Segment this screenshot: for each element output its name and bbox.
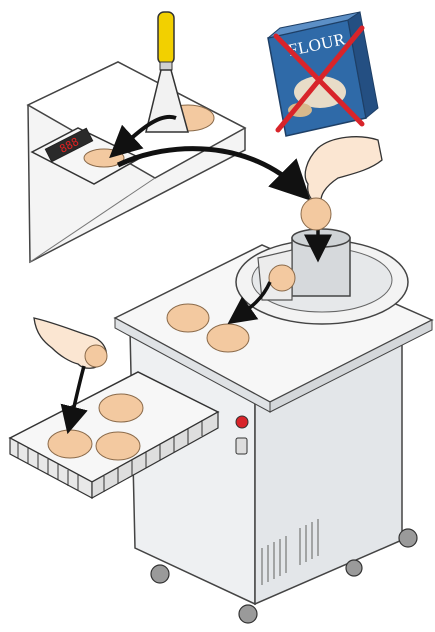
dough-ball-in-rounder	[269, 265, 295, 291]
dough-scraper-icon	[146, 12, 188, 132]
hand-icon	[34, 318, 107, 368]
dough-ball-in-hand	[85, 345, 107, 367]
hand-icon	[301, 137, 382, 230]
dough-ball-in-hand	[301, 198, 331, 230]
tray-dough-ball	[48, 430, 92, 458]
rounded-dough-ball	[167, 304, 209, 332]
rounded-dough-ball	[207, 324, 249, 352]
tray-dough-ball	[96, 432, 140, 460]
emergency-stop-button	[236, 416, 248, 428]
power-switch	[236, 438, 247, 454]
tray-dough-ball	[99, 394, 143, 422]
